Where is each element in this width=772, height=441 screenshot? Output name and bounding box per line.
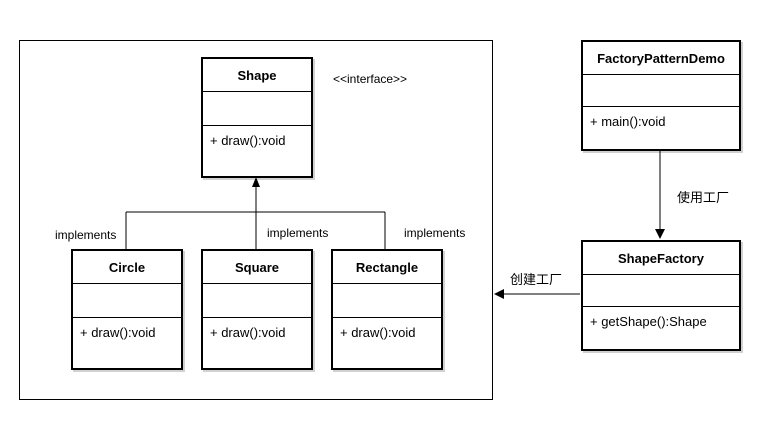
demo-to-factory-arrowhead-icon bbox=[655, 229, 665, 239]
factory-getshape-operation: + getShape():Shape bbox=[590, 314, 707, 329]
shape-interface-box[interactable]: Shape + draw():void bbox=[201, 57, 313, 178]
shape-attributes-section bbox=[203, 92, 311, 126]
shape-factory-class-box[interactable]: ShapeFactory + getShape():Shape bbox=[581, 240, 741, 351]
square-attributes-section bbox=[203, 284, 311, 318]
demo-attributes-section bbox=[583, 75, 739, 107]
rectangle-draw-operation: + draw():void bbox=[340, 325, 416, 340]
shape-package-frame bbox=[19, 40, 493, 400]
circle-class-name: Circle bbox=[73, 251, 181, 284]
demo-main-operation: + main():void bbox=[590, 114, 666, 129]
factory-attributes-section bbox=[583, 275, 739, 307]
factory-pattern-demo-class-box[interactable]: FactoryPatternDemo + main():void bbox=[581, 40, 741, 151]
shape-arrowhead-icon bbox=[252, 177, 260, 187]
rectangle-class-box[interactable]: Rectangle + draw():void bbox=[331, 249, 443, 370]
factory-class-name: ShapeFactory bbox=[583, 242, 739, 275]
creates-factory-label: 创建工厂 bbox=[510, 272, 563, 287]
shape-class-name: Shape bbox=[203, 59, 311, 92]
square-implements-label: implements bbox=[267, 226, 329, 240]
circle-draw-operation: + draw():void bbox=[80, 325, 156, 340]
rectangle-class-name: Rectangle bbox=[333, 251, 441, 284]
square-class-box[interactable]: Square + draw():void bbox=[201, 249, 313, 370]
square-class-name: Square bbox=[203, 251, 311, 284]
demo-class-name: FactoryPatternDemo bbox=[583, 42, 739, 75]
circle-attributes-section bbox=[73, 284, 181, 318]
circle-implements-label: implements bbox=[55, 228, 117, 242]
uses-factory-label: 使用工厂 bbox=[677, 190, 730, 205]
factory-to-shapes-arrowhead-icon bbox=[494, 289, 504, 299]
square-draw-operation: + draw():void bbox=[210, 325, 286, 340]
interface-stereotype-label: <<interface>> bbox=[333, 72, 408, 86]
rectangle-implements-label: implements bbox=[404, 226, 466, 240]
rectangle-attributes-section bbox=[333, 284, 441, 318]
circle-class-box[interactable]: Circle + draw():void bbox=[71, 249, 183, 370]
shape-draw-operation: + draw():void bbox=[210, 133, 286, 148]
